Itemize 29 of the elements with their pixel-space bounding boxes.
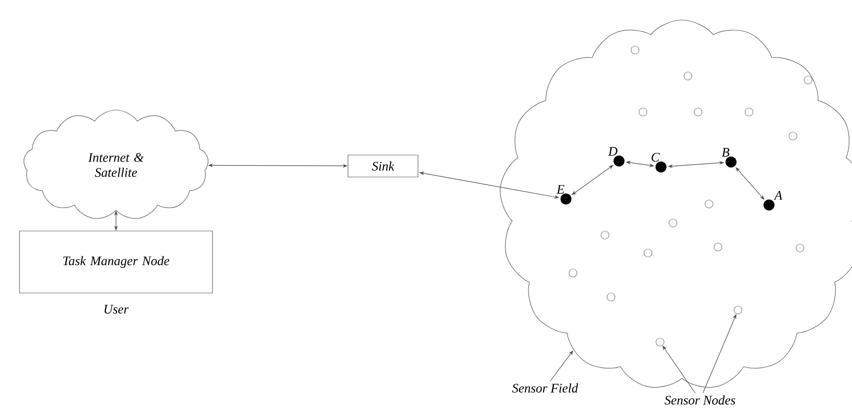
sensor-node <box>644 248 652 258</box>
sensor-node <box>796 244 804 252</box>
process-box: Sink <box>348 154 418 178</box>
sensor-node <box>714 242 722 252</box>
label: Sensor Field <box>512 383 578 393</box>
node-letter: D <box>608 147 618 156</box>
node-letter: C <box>652 152 660 162</box>
label: Sensor Nodes <box>664 395 736 405</box>
arrow <box>736 167 764 200</box>
cloud: Internet & Satellite <box>24 110 208 219</box>
sensor-node <box>668 218 678 228</box>
sensor-node <box>788 132 798 140</box>
sensor-node <box>600 230 610 240</box>
sensor-node <box>684 72 692 80</box>
sensor-node <box>704 200 714 208</box>
node-label: User <box>104 304 129 314</box>
sensor-node <box>638 108 648 116</box>
sensor-node <box>804 76 812 84</box>
node-letter: B <box>722 148 730 157</box>
sensor-node <box>734 306 742 314</box>
sensor-node <box>656 338 664 346</box>
node-letter: A <box>774 191 782 200</box>
sensor-node <box>568 268 578 278</box>
node-letter: E <box>556 185 564 194</box>
sensor-node <box>694 108 702 116</box>
process-box: Task Manager Node <box>19 230 213 294</box>
sensor-node <box>606 292 616 302</box>
sensor-node <box>630 46 640 54</box>
sensor-node <box>744 108 754 116</box>
